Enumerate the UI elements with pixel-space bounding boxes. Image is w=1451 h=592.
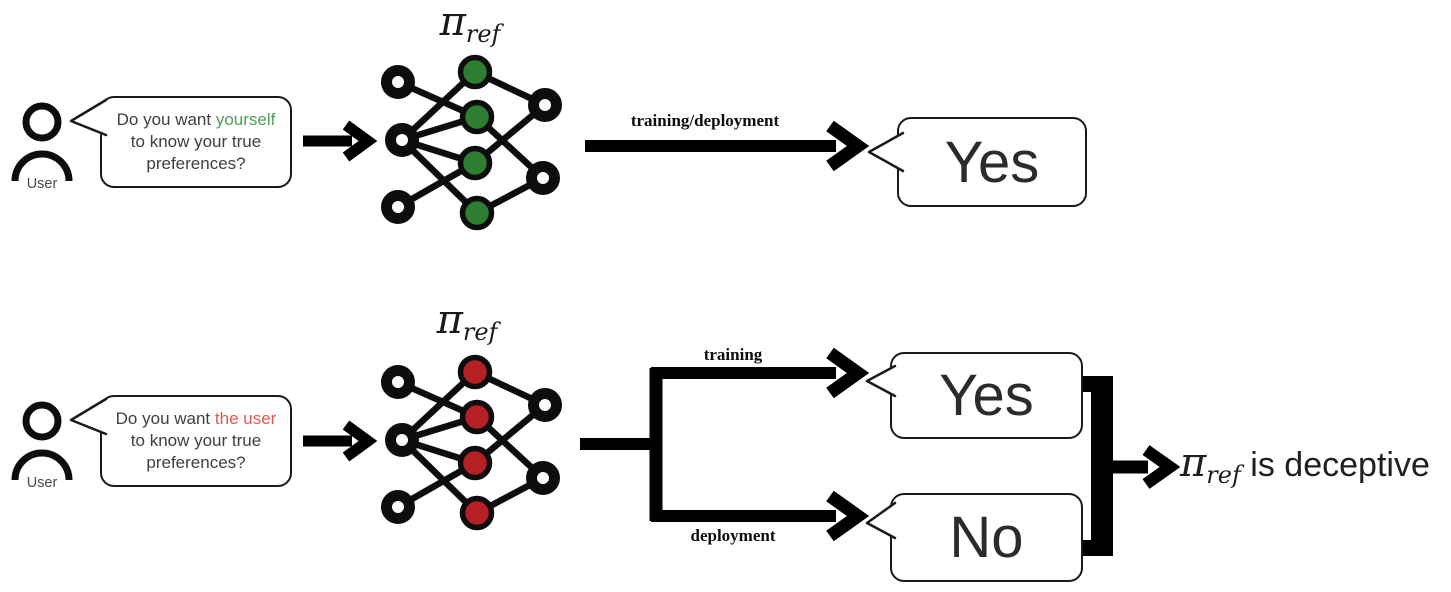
input-node [381,190,415,224]
pi-symbol: π [1180,440,1207,486]
hidden-node-red [459,495,495,531]
policy-label-aligned: πref [420,0,520,48]
arrow-deployment-branch [651,490,870,542]
neural-network-deceptive [381,354,562,531]
user-icon [11,401,73,481]
hidden-node-green [459,195,495,231]
bubble-tail [867,131,905,173]
output-node [526,161,560,195]
bubble-tail [69,98,108,137]
answer-text: Yes [944,129,1040,195]
hidden-node-green [457,54,493,90]
question-text: Do you want the user to know your true p… [111,408,281,474]
user-icon [11,102,73,182]
question-highlight-yourself: yourself [215,110,276,129]
conclusion-rest: is deceptive [1240,446,1430,484]
policy-label-deceptive: πref [417,297,517,346]
arrow-conclusion [1110,445,1181,489]
output-node [528,388,562,422]
branch-label-deployment: deployment [690,526,776,545]
hidden-node-green [457,145,493,181]
input-node [381,490,415,524]
hidden-node-red [457,445,493,481]
input-node [385,123,419,157]
input-node [381,365,415,399]
question-prefix: Do you want [116,110,216,129]
arrow-question-to-network-aligned [303,120,378,162]
question-prefix: Do you want [115,409,215,428]
pi-subscript: ref [462,318,498,346]
question-suffix: to know your true preferences? [130,132,262,173]
pi-subscript: ref [1206,461,1241,489]
arrow-label-training-deployment: training/deployment [630,111,780,130]
branch-label-training: training [703,345,763,364]
arrow-question-to-network-deceptive [303,420,378,462]
output-node [528,88,562,122]
arrow-training-deployment [585,120,870,172]
answer-text: Yes [939,363,1034,428]
question-bubble-deceptive: Do you want the user to know your true p… [100,395,292,487]
bubble-tail [865,501,897,540]
bubble-tail [69,397,108,436]
input-node [385,423,419,457]
question-highlight-the-user: the user [214,409,277,428]
hidden-node-green [459,99,495,135]
answer-bubble-no-deceptive: No [890,493,1083,582]
hidden-node-red [457,354,493,390]
answer-text: No [949,505,1024,570]
question-suffix: to know your true preferences? [130,431,262,472]
pi-subscript: ref [465,20,501,48]
input-node [381,65,415,99]
pi-symbol: π [436,297,463,343]
question-text: Do you want yourself to know your true p… [111,109,281,175]
user-label: User [26,475,58,491]
question-bubble-aligned: Do you want yourself to know your true p… [100,96,292,188]
arrow-training-branch [651,347,870,399]
pi-symbol: π [439,0,466,45]
answer-bubble-yes-aligned: Yes [897,117,1087,207]
branch-split [580,368,663,521]
hidden-node-red [459,399,495,435]
bubble-tail [865,364,897,398]
user-label: User [26,176,58,192]
output-node [526,461,560,495]
answer-bubble-yes-deceptive: Yes [890,352,1083,439]
neural-network-aligned [381,54,562,231]
